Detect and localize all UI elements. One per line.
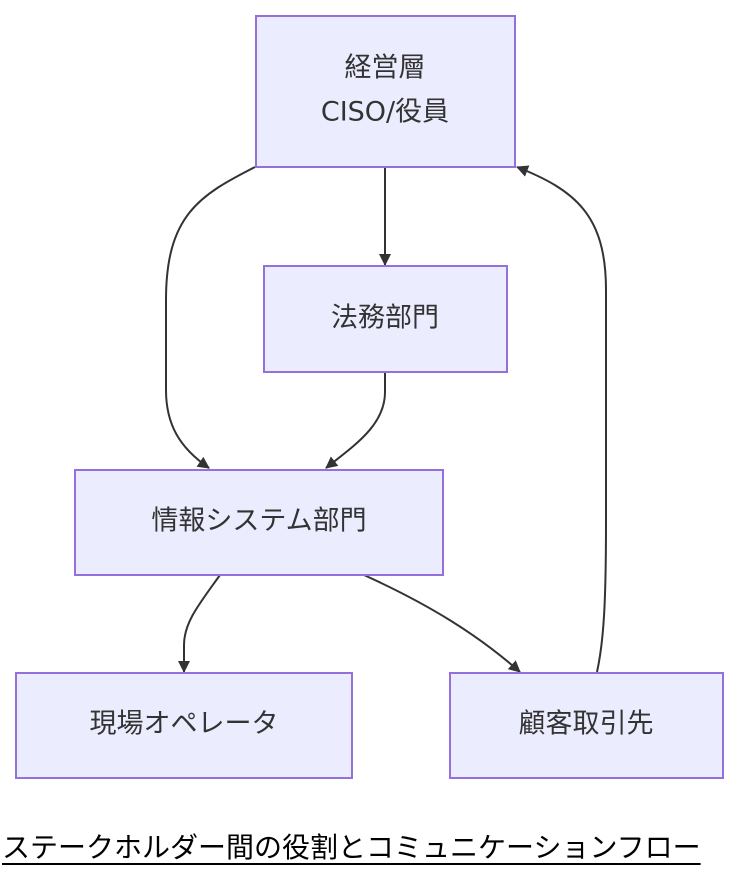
node-operator: 現場オペレータ [15,672,353,779]
node-operator-label: 現場オペレータ [90,709,279,740]
node-executive-label-line2: CISO/役員 [321,97,449,128]
node-it-label: 情報システム部門 [151,506,366,537]
node-client-label: 顧客取引先 [519,709,654,740]
diagram-caption: ステークホルダー間の役割とコミュニケーションフロー [2,831,701,864]
edge-it-to-client [363,574,521,673]
node-executive: 経営層 CISO/役員 [255,15,516,168]
node-client: 顧客取引先 [449,672,724,779]
node-legal: 法務部門 [263,265,508,373]
node-executive-label-line1: 経営層 [345,53,426,84]
edge-executive-to-it [165,166,256,469]
edge-client-to-executive [516,165,607,673]
node-legal-label: 法務部門 [331,303,439,334]
edge-legal-to-it [325,372,386,469]
node-it: 情報システム部門 [74,469,444,576]
edge-it-to-operator [178,574,221,673]
